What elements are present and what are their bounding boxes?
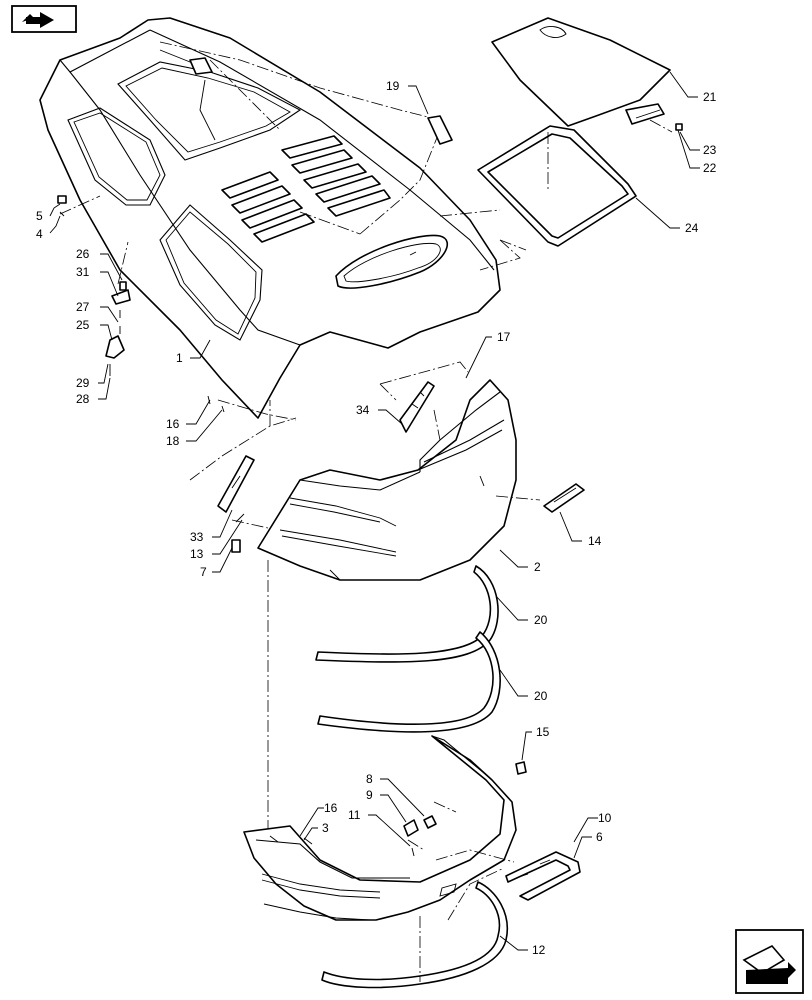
callout-4: 4 <box>36 227 43 241</box>
badge-14 <box>543 483 585 513</box>
callout-3: 3 <box>322 821 329 835</box>
callout-19: 19 <box>386 79 400 93</box>
callout-31: 31 <box>76 265 90 279</box>
bracket-33 <box>217 455 255 513</box>
fastener-9 <box>403 819 419 837</box>
seal-strip-20-lower <box>317 631 501 733</box>
callout-20-upper: 20 <box>534 613 548 627</box>
bottom-seal-12 <box>321 881 509 989</box>
callout-16-lower: 16 <box>324 801 338 815</box>
callout-10: 10 <box>598 811 612 825</box>
seal-frame-24 <box>477 125 637 247</box>
callout-18: 18 <box>166 434 180 448</box>
lower-hood-part-2 <box>257 379 517 581</box>
front-nose-part-3 <box>243 735 517 921</box>
fastener-23 <box>675 123 683 131</box>
vent-slots <box>221 135 391 243</box>
callout-14: 14 <box>588 534 602 548</box>
callout-7: 7 <box>200 565 207 579</box>
callout-21: 21 <box>703 90 717 104</box>
callout-25: 25 <box>76 318 90 332</box>
seal-strip-20-upper <box>315 565 499 663</box>
callout-20-lower: 20 <box>534 689 548 703</box>
callout-5: 5 <box>36 209 43 223</box>
next-page-arrow-icon[interactable] <box>735 929 804 994</box>
callout-6: 6 <box>596 830 603 844</box>
callout-leaders <box>49 71 700 951</box>
handle-6 <box>505 851 581 901</box>
callout-16-upper: 16 <box>166 417 180 431</box>
callout-8: 8 <box>366 772 373 786</box>
bracket-31 <box>105 281 131 376</box>
callout-29: 29 <box>76 376 90 390</box>
callout-1: 1 <box>176 351 183 365</box>
bracket-34 <box>399 381 435 433</box>
callout-labels: 5 4 26 31 27 25 29 28 1 19 21 23 22 24 1… <box>36 79 717 957</box>
callout-33: 33 <box>190 530 204 544</box>
callout-24: 24 <box>685 221 699 235</box>
callout-23: 23 <box>703 143 717 157</box>
cover-panel-21 <box>491 17 671 127</box>
callout-9: 9 <box>366 788 373 802</box>
part-19 <box>427 115 453 145</box>
page-nav-icon[interactable] <box>11 5 77 33</box>
callout-2: 2 <box>534 560 541 574</box>
callout-15: 15 <box>536 725 550 739</box>
callout-13: 13 <box>190 547 204 561</box>
callout-11: 11 <box>348 808 361 822</box>
fastener-5 <box>57 195 67 204</box>
fastener-8 <box>423 815 437 829</box>
fastener-15 <box>515 761 527 775</box>
callout-27: 27 <box>76 300 90 314</box>
callout-22: 22 <box>703 161 717 175</box>
callout-26: 26 <box>76 247 90 261</box>
callout-12: 12 <box>532 943 546 957</box>
callout-28: 28 <box>76 392 90 406</box>
hood-top-part <box>39 17 501 419</box>
fastener-7 <box>231 539 241 553</box>
callout-34: 34 <box>356 403 370 417</box>
callout-17: 17 <box>497 330 511 344</box>
